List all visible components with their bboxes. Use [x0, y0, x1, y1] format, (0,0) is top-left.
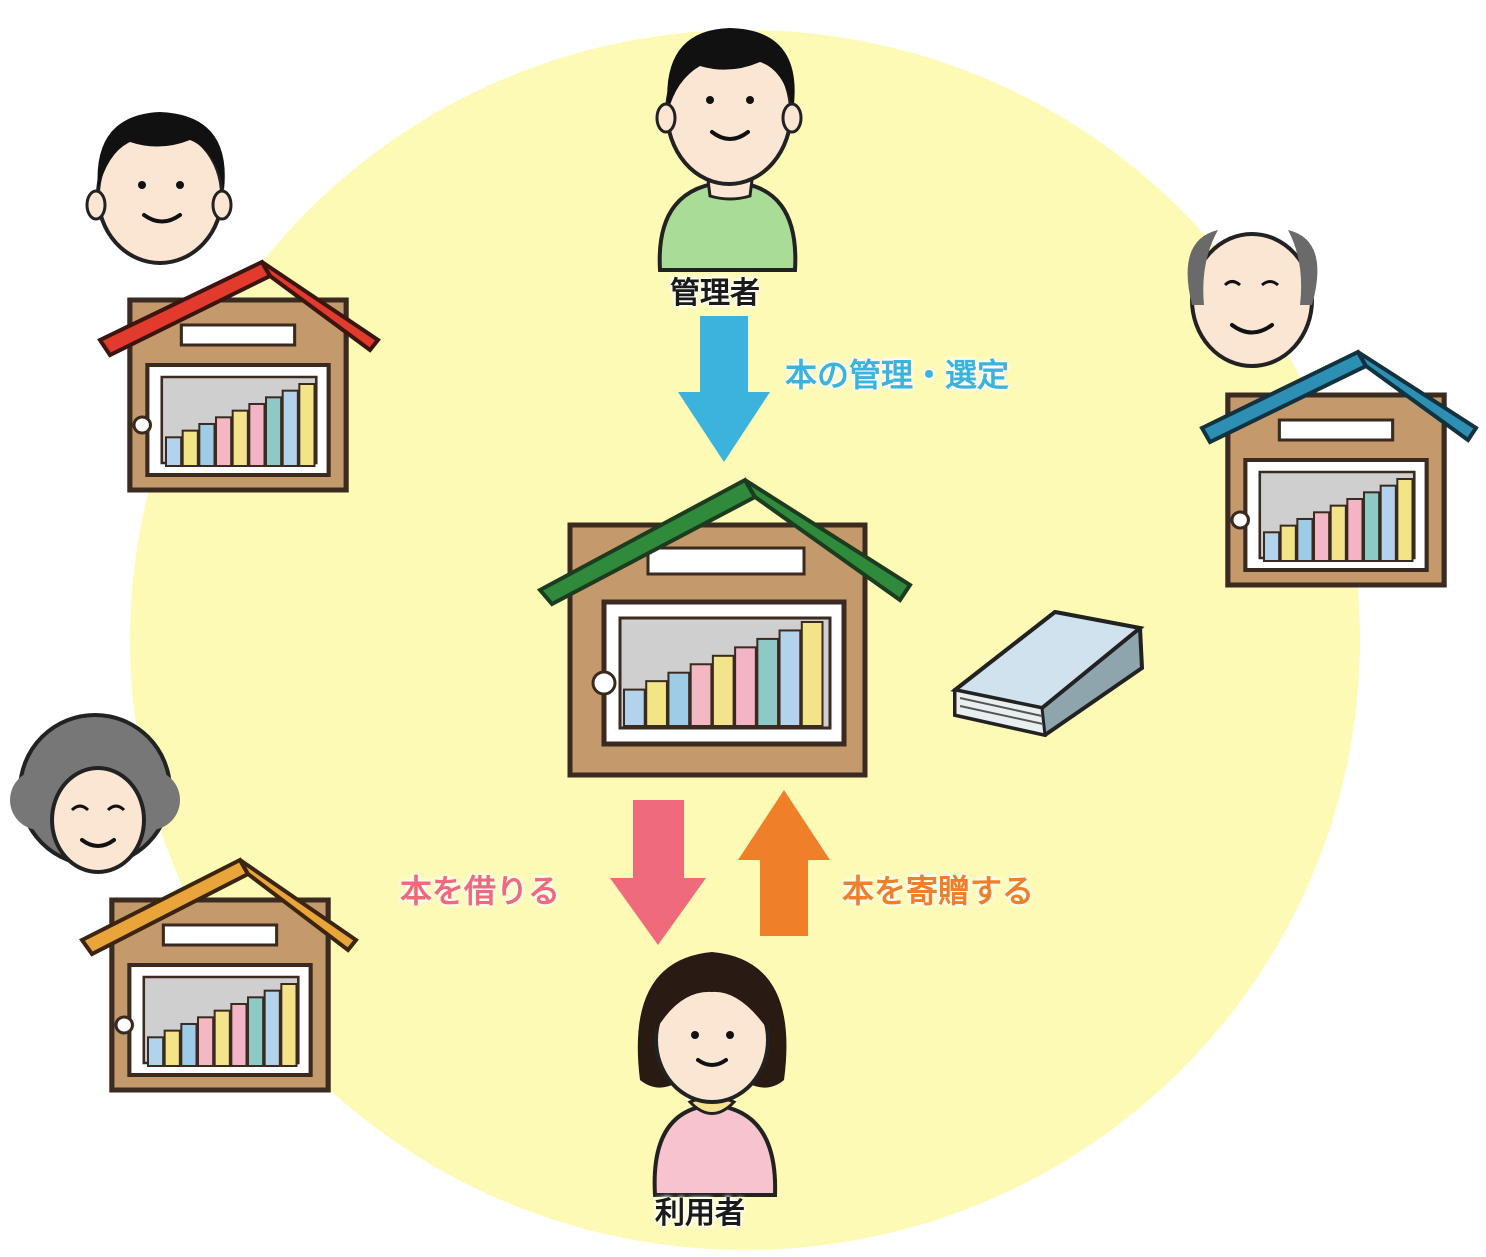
red-house-book-spine — [281, 389, 299, 468]
blue-house-book-spine — [1263, 531, 1281, 562]
central-house-book-spine — [734, 646, 757, 727]
central-house-book-spine — [778, 629, 802, 728]
blue-house-book-spine — [1313, 511, 1331, 562]
blue-house-book-spine — [1346, 497, 1364, 562]
blue-house-book-spine — [1396, 478, 1414, 562]
blue-house-book-spine — [1363, 491, 1381, 563]
orange-house-book-spine — [213, 1009, 231, 1068]
central-house-book-spine — [645, 680, 668, 728]
orange-house-book-spine — [180, 1022, 198, 1067]
central-house-book-spine — [667, 671, 691, 728]
red-house-book-spine — [248, 402, 266, 467]
user-label: 利用者 — [655, 1196, 745, 1231]
book-house-blue — [1199, 349, 1479, 585]
blue-house-book-spine — [1296, 517, 1314, 562]
blue-house-book-spine — [1329, 504, 1347, 562]
donate-arrow — [738, 790, 830, 936]
manager-figure — [655, 28, 803, 272]
user-figure — [637, 952, 787, 1197]
borrow-action-label: 本を借りる — [400, 872, 561, 910]
red-house-book-spine — [298, 383, 316, 467]
central-house-book-spine — [756, 637, 780, 728]
central-house-book-spine — [800, 621, 824, 727]
donate-action-label: 本を寄贈する — [842, 872, 1035, 910]
orange-house-book-spine — [163, 1029, 181, 1067]
manager-label: 管理者 — [670, 276, 760, 311]
red-house-book-spine — [265, 396, 283, 468]
neighbor-bottom-left — [10, 713, 180, 874]
book-house-red — [97, 259, 381, 490]
borrow-arrow — [610, 800, 706, 945]
orange-house-book-spine — [247, 996, 265, 1068]
central-house-book-spine — [689, 663, 713, 727]
red-house-book-spine — [215, 416, 233, 467]
manage-arrow — [678, 316, 770, 462]
red-house-book-spine — [198, 422, 216, 468]
manage-action-label: 本の管理・選定 — [785, 356, 1010, 394]
orange-house-book-spine — [280, 983, 298, 1067]
red-house-book-spine — [231, 409, 249, 467]
book-house-orange — [79, 857, 359, 1090]
neighbor-top-left — [85, 112, 233, 265]
book-icon — [950, 609, 1145, 738]
central-house-book-spine — [711, 654, 735, 727]
central-book-house — [536, 477, 913, 778]
orange-house-book-spine — [230, 1002, 248, 1067]
neighbor-right — [1187, 230, 1318, 368]
orange-house-book-spine — [147, 1036, 165, 1068]
blue-house-book-spine — [1279, 524, 1297, 563]
red-house-book-spine — [181, 429, 199, 468]
blue-house-book-spine — [1379, 484, 1397, 563]
orange-house-book-spine — [263, 989, 281, 1067]
orange-house-book-spine — [197, 1016, 215, 1067]
central-house-book-spine — [623, 688, 646, 727]
red-house-book-spine — [165, 436, 183, 467]
